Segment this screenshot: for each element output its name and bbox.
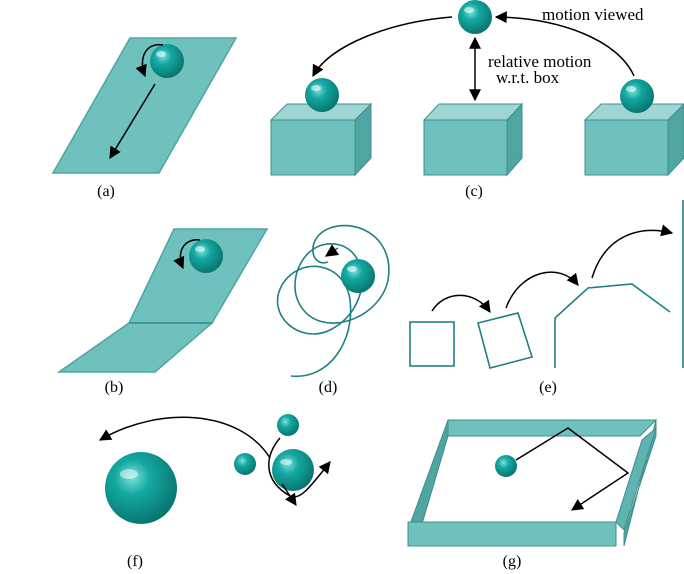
rotation-arrow-icon xyxy=(135,43,164,78)
panel-g: (g) xyxy=(407,419,658,570)
ball-highlight xyxy=(280,459,292,465)
tray-front-wall xyxy=(407,521,617,547)
ball-icon xyxy=(305,78,339,112)
square-shape xyxy=(409,321,455,367)
hop-arrow-icon xyxy=(431,294,491,313)
ball-highlight xyxy=(195,246,205,252)
panel-a: (a) xyxy=(51,37,238,200)
ball-icon xyxy=(495,455,517,477)
hop-arrow-icon xyxy=(591,224,674,279)
lower-plane-b xyxy=(56,322,215,373)
panel-c: motion viewed relative motion w.r.t. box… xyxy=(269,0,684,200)
box-icon xyxy=(269,102,373,177)
hop-arrow-icon xyxy=(505,271,579,309)
panel-b: (b) xyxy=(56,228,269,396)
motion-viewed-label: motion viewed xyxy=(542,5,644,24)
box-icon xyxy=(422,102,524,177)
ball-highlight xyxy=(464,7,474,13)
ball-icon xyxy=(150,44,184,78)
panel-d: (d) xyxy=(276,224,390,396)
label-b: (b) xyxy=(105,379,124,396)
tray-left-wall xyxy=(407,419,449,531)
ball-icon xyxy=(620,79,654,113)
bounce-path-arrow-icon xyxy=(515,427,630,511)
arc-arrow-left-icon xyxy=(312,16,453,78)
motion-arrow-icon xyxy=(109,83,156,160)
ball-icon xyxy=(458,0,492,34)
ball-highlight xyxy=(156,51,166,57)
tray-back-wall xyxy=(447,419,658,437)
ball-highlight xyxy=(120,469,138,479)
label-c: (c) xyxy=(465,183,483,200)
open-linkage-shape xyxy=(554,283,671,368)
label-f: (f) xyxy=(127,553,143,570)
ball-highlight xyxy=(311,85,321,91)
relative-motion-label: relative motion xyxy=(488,52,592,71)
spiral-path xyxy=(276,224,390,377)
ball-icon xyxy=(341,259,375,293)
ball-highlight xyxy=(626,86,636,92)
label-e: (e) xyxy=(539,379,557,396)
panel-f: (f) xyxy=(98,414,331,570)
ball-icon xyxy=(277,414,299,436)
box-icon xyxy=(583,103,684,177)
ball-icon xyxy=(234,453,256,475)
label-d: (d) xyxy=(319,379,338,396)
tray-front-right xyxy=(615,426,657,531)
panel-e: (e) xyxy=(409,200,684,396)
ball-icon xyxy=(189,239,223,273)
arc-arrow-right-icon xyxy=(494,11,635,77)
rotation-arrow-icon xyxy=(173,239,201,270)
ball-icon xyxy=(105,452,177,524)
short-arrow-icon xyxy=(281,483,297,506)
spiral-arrow-icon xyxy=(324,244,340,257)
skewed-square-shape xyxy=(477,312,534,369)
label-a: (a) xyxy=(97,183,115,200)
relative-motion-label-2: w.r.t. box xyxy=(496,68,560,87)
inclined-plane-a xyxy=(51,37,238,174)
ball-highlight xyxy=(347,266,357,272)
arc-arrow-icon xyxy=(98,416,271,459)
ball-icon xyxy=(272,449,314,491)
label-g: (g) xyxy=(503,553,522,570)
